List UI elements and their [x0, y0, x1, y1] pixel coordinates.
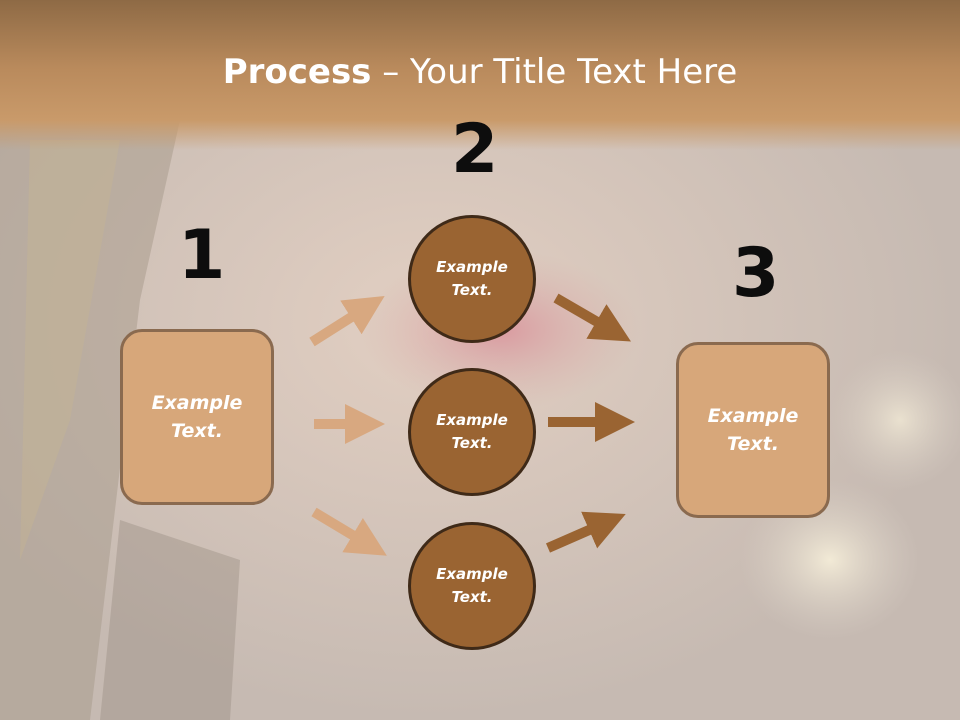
arrow-circle-top-to-3: [553, 293, 631, 342]
title-bold: Process: [222, 52, 372, 92]
circle-top: Example Text.: [408, 215, 536, 343]
step-3-box: Example Text.: [676, 342, 830, 518]
circle-middle-line2: Text.: [451, 434, 493, 452]
step-number-1: 1: [178, 216, 226, 295]
step-number-3: 3: [732, 234, 780, 313]
step-3-text-line1: Example: [707, 404, 799, 427]
circle-middle-line1: Example: [436, 410, 508, 429]
step-number-2: 2: [451, 110, 499, 189]
step-1-text-line1: Example: [151, 391, 243, 414]
title-band: [0, 0, 960, 150]
step-1-box: Example Text.: [120, 329, 274, 505]
circle-top-line2: Text.: [451, 281, 493, 299]
arrow-circle-bottom-to-3: [545, 511, 626, 553]
circle-bottom-line2: Text.: [451, 588, 493, 606]
slide-title: Process – Your Title Text Here: [0, 52, 960, 92]
step-3-text-line2: Text.: [727, 433, 779, 455]
circle-bottom: Example Text.: [408, 522, 536, 650]
circle-middle: Example Text.: [408, 368, 536, 496]
title-rest: – Your Title Text Here: [371, 52, 738, 92]
step-1-text-line2: Text.: [171, 420, 223, 442]
arrow-1-to-circle-bottom: [311, 507, 387, 556]
arrow-1-to-circle-top: [309, 295, 385, 347]
circle-top-line1: Example: [436, 257, 508, 276]
circle-bottom-line1: Example: [436, 564, 508, 583]
